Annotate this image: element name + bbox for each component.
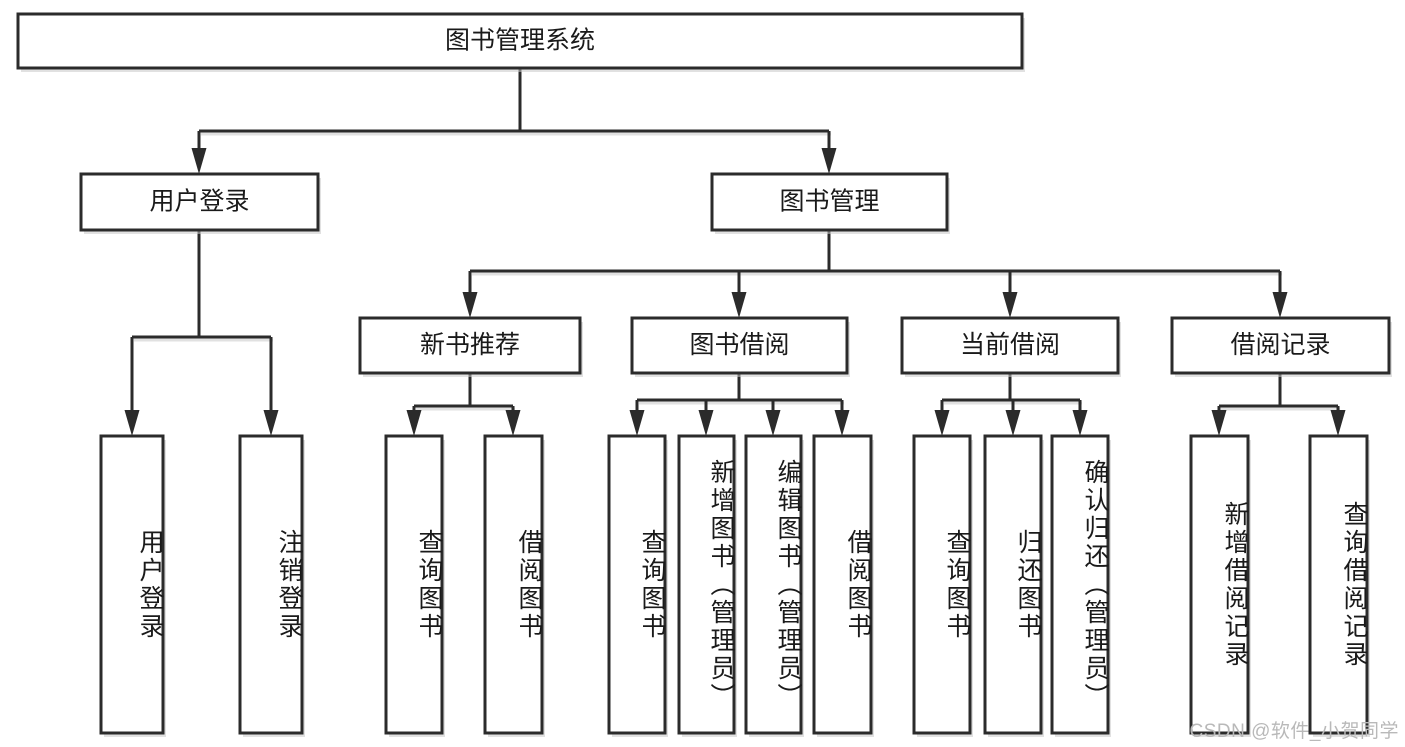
- node-module-book-manage[interactable]: [710, 172, 949, 232]
- node-feature-leaf-edit-book[interactable]: [744, 434, 803, 735]
- node-label-current-borrow: 当前借阅: [960, 331, 1060, 359]
- node-label-root: 图书管理系统: [445, 27, 595, 55]
- node-feature-leaf-query-book-current[interactable]: [912, 434, 972, 735]
- node-feature-leaf-user-login[interactable]: [99, 434, 165, 735]
- node-label-user-login: 用户登录: [149, 188, 249, 216]
- node-feature-leaf-query-record[interactable]: [1308, 434, 1369, 735]
- node-feature-leaf-confirm-return[interactable]: [1050, 434, 1110, 735]
- node-module-user-login[interactable]: [79, 172, 320, 232]
- node-feature-leaf-add-book[interactable]: [677, 434, 736, 735]
- node-feature-leaf-query-book-rec[interactable]: [384, 434, 444, 735]
- node-feature-leaf-borrow-book-rec[interactable]: [483, 434, 544, 735]
- node-feature-leaf-return-book[interactable]: [983, 434, 1043, 735]
- node-feature-leaf-logout[interactable]: [238, 434, 304, 735]
- node-layer: [16, 12, 1392, 737]
- node-label-book-manage: 图书管理: [779, 188, 879, 216]
- node-feature-leaf-query-book-borrow[interactable]: [607, 434, 667, 735]
- node-submodule-current-borrow[interactable]: [900, 316, 1120, 375]
- node-submodule-borrow-record[interactable]: [1170, 316, 1391, 375]
- node-root-root[interactable]: [16, 12, 1024, 70]
- connector-layer: [124, 68, 1346, 436]
- node-label-book-borrow: 图书借阅: [689, 331, 789, 359]
- node-label-new-book-rec: 新书推荐: [420, 331, 520, 359]
- node-feature-leaf-add-record[interactable]: [1189, 434, 1250, 735]
- node-submodule-book-borrow[interactable]: [630, 316, 849, 375]
- node-label-borrow-record: 借阅记录: [1230, 331, 1330, 359]
- node-feature-leaf-borrow-book[interactable]: [812, 434, 873, 735]
- node-submodule-new-book-rec[interactable]: [358, 316, 582, 375]
- watermark-text: CSDN @软件_小贺同学: [1189, 721, 1399, 742]
